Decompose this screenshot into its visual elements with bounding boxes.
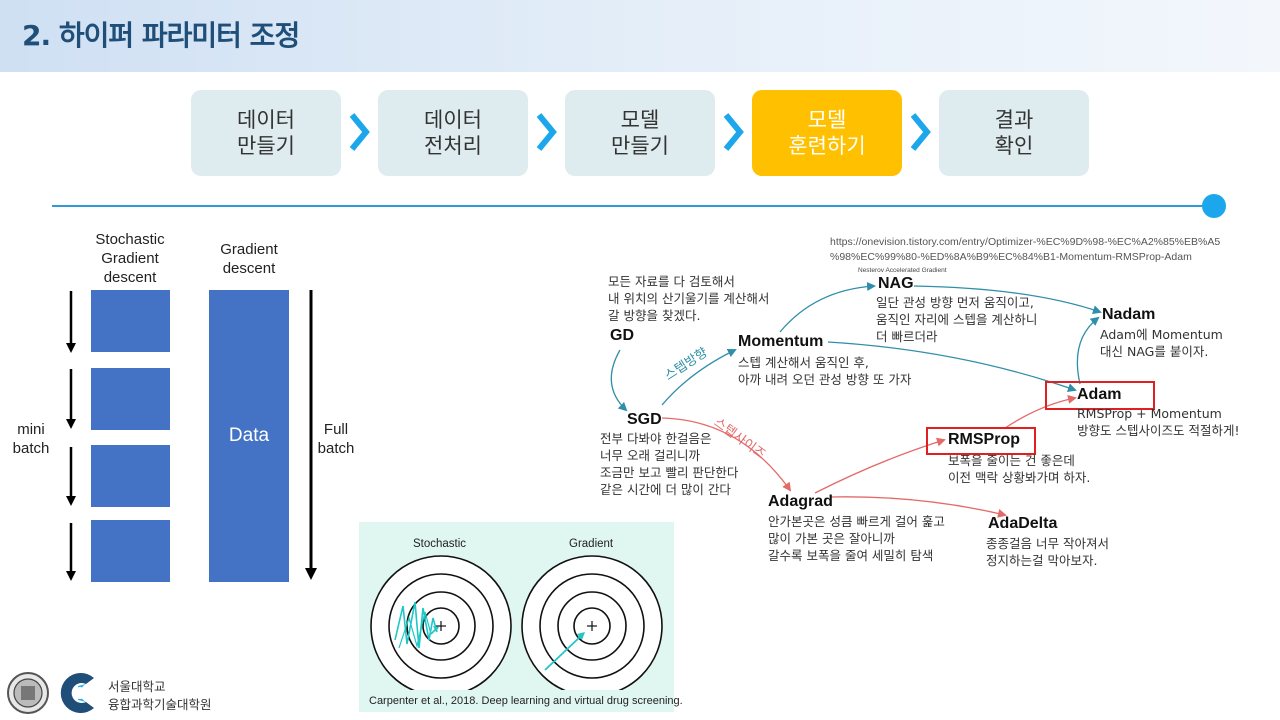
optimizer-arrows (610, 281, 1102, 518)
step-label-line2: 훈련하기 (788, 134, 866, 158)
mini-batch-block (91, 445, 170, 507)
node-nag: NAG (878, 275, 914, 292)
node-gd: GD (610, 327, 634, 344)
node-nadam: Nadam (1102, 306, 1156, 323)
node-momentum: Momentum (738, 333, 824, 350)
step-label-line1: 결과 (994, 108, 1034, 132)
rmsprop-highlight-box (926, 427, 1036, 455)
full-batch-arrow (305, 290, 317, 580)
node-adam: Adam (1077, 386, 1122, 403)
step-label-line2: 확인 (994, 134, 1034, 158)
mini-batch-label: mini batch (12, 421, 50, 457)
contour-caption: Carpenter et al., 2018. Deep learning an… (369, 695, 683, 707)
node-rmsprop: RMSProp (948, 431, 1020, 448)
momentum-description: 스텝 계산해서 움직인 후,아까 내려 오던 관성 방향 또 가자 (738, 355, 912, 387)
step-label-line1: 모델 (807, 108, 847, 132)
chevron-right-icon (723, 113, 744, 151)
graduate-school-logo (60, 673, 94, 713)
step-label-line1: 데이터 (424, 108, 482, 132)
adam-highlight-box (1045, 381, 1155, 410)
mini-batch-block (91, 520, 170, 582)
node-sgd: SGD (627, 411, 662, 428)
gd-column-label: Gradient descent (220, 241, 278, 277)
timeline-line (52, 205, 1212, 207)
step-preprocessing: 데이터 전처리 (378, 90, 528, 176)
footer-institution: 서울대학교 융합과학기술대학원 (108, 679, 212, 712)
timeline-dot (1202, 194, 1226, 218)
header-bar (0, 0, 1280, 72)
step-label-line1: 데이터 (237, 108, 295, 132)
step-label-line2: 만들기 (611, 134, 669, 158)
mini-batch-arrows (66, 291, 76, 581)
page-title: 2. 하이퍼 파라미터 조정 (22, 19, 300, 52)
chevron-right-icon (910, 113, 931, 151)
full-batch-label: Full batch (317, 421, 355, 457)
university-seal-logo (7, 672, 49, 714)
step-label-line2: 전처리 (424, 134, 482, 158)
sgd-column-label: Stochastic Gradient descent (95, 231, 165, 286)
step-label-line2: 만들기 (237, 134, 295, 158)
step-data-creation: 데이터 만들기 (191, 90, 341, 176)
nag-subtitle: Nesterov Accelerated Gradient (858, 267, 947, 274)
data-label: Data (228, 425, 270, 446)
mini-batch-block (91, 368, 170, 430)
chevron-right-icon (349, 113, 370, 151)
contour-title-gradient: Gradient (569, 538, 614, 550)
contour-plots (370, 555, 663, 690)
node-adagrad: Adagrad (768, 493, 833, 510)
step-results: 결과 확인 (939, 90, 1089, 176)
source-url: https://onevision.tistory.com/entry/Opti… (830, 236, 1221, 263)
step-model-training: 모델 훈련하기 (752, 90, 902, 176)
step-label-line1: 모델 (620, 108, 660, 132)
full-data-block: Data (209, 290, 289, 582)
node-adadelta: AdaDelta (988, 515, 1058, 532)
mini-batch-block (91, 290, 170, 352)
chevron-right-icon (536, 113, 557, 151)
contour-title-stochastic: Stochastic (413, 538, 467, 550)
step-model-build: 모델 만들기 (565, 90, 715, 176)
